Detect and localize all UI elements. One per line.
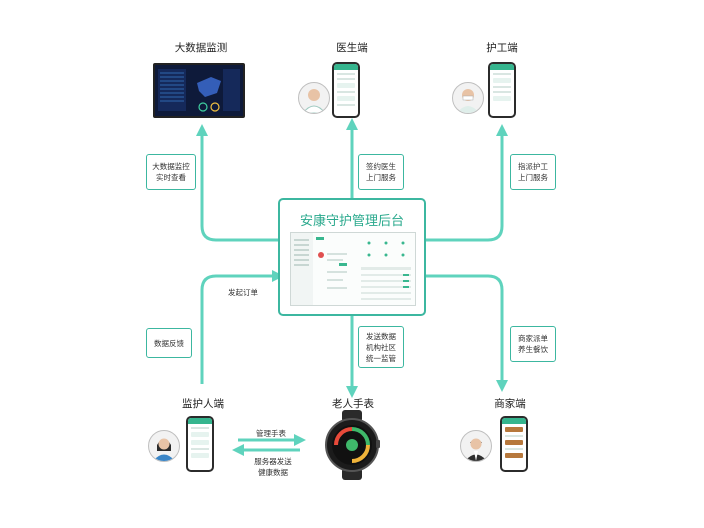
admin-screen-preview <box>290 232 416 306</box>
doctor-title: 医生端 <box>336 42 368 54</box>
label-manage-watch: 管理手表 <box>256 429 286 438</box>
guardian-avatar <box>148 430 180 462</box>
guardian-title: 监护人端 <box>182 398 224 410</box>
admin-backend-panel: 安康守护管理后台 <box>278 198 426 316</box>
admin-screen-graphic <box>291 233 411 305</box>
guardian-phone <box>186 416 214 472</box>
arrow-to-bigdata <box>196 124 278 242</box>
nurse-phone <box>488 62 516 118</box>
label-nurse-flow: 指派护工 上门服务 <box>510 154 556 190</box>
label-data-sync: 发送数据 机构社区 统一监管 <box>358 326 404 368</box>
label-bigdata-flow: 大数据监控 实时查看 <box>146 154 196 190</box>
smartwatch-image <box>322 410 382 480</box>
label-server-send: 服务器发送 健康数据 <box>254 457 292 477</box>
merchant-phone <box>500 416 528 472</box>
smartwatch-graphic <box>325 410 380 480</box>
label-feedback: 数据反馈 <box>146 328 192 358</box>
doctor-avatar <box>298 82 330 114</box>
arrow-to-merchant <box>426 274 508 392</box>
label-doctor-flow: 签约医生 上门服务 <box>358 154 404 190</box>
arrow-to-nurse <box>426 124 508 242</box>
bigdata-monitor-image <box>153 63 245 118</box>
watch-title: 老人手表 <box>332 398 374 410</box>
bigdata-title: 大数据监测 <box>174 42 228 54</box>
arrow-order <box>200 270 284 384</box>
merchant-avatar <box>460 430 492 462</box>
admin-backend-title: 安康守护管理后台 <box>299 214 404 229</box>
dashboard-graphic <box>158 69 240 112</box>
label-merchant-flow: 商家派单 养生餐饮 <box>510 326 556 362</box>
nurse-avatar <box>452 82 484 114</box>
merchant-title: 商家端 <box>494 398 526 410</box>
label-order: 发起订单 <box>228 288 258 297</box>
nurse-title: 护工端 <box>486 42 518 54</box>
doctor-phone <box>332 62 360 118</box>
